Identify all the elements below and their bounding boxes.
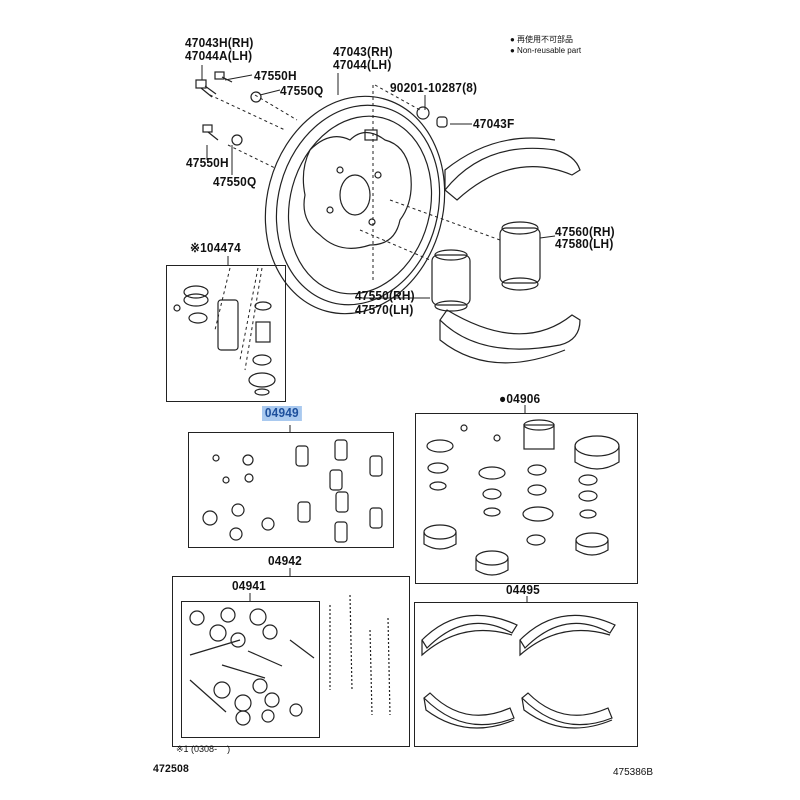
part-label-04942[interactable]: 04942 <box>268 554 302 568</box>
kit-04949-box <box>188 432 394 548</box>
brake-shoe-drawings <box>173 137 581 396</box>
kit-04495-shoes <box>421 614 616 729</box>
part-label-04941[interactable]: 04941 <box>232 579 266 593</box>
part-label-47550H[interactable]: 47550H <box>186 156 229 170</box>
part-label-47580[interactable]: 47580(LH) <box>555 237 614 251</box>
part-label-47044A[interactable]: 47044A(LH) <box>185 49 253 63</box>
kit-04906-parts <box>423 419 620 576</box>
legend-non-reusable-en: ● Non-reusable part <box>510 46 582 55</box>
legend-non-reusable-jp: ● 再使用不可部品 <box>510 35 574 44</box>
kit-04942-box <box>172 576 410 747</box>
part-label-47550H[interactable]: 47550H <box>254 69 297 83</box>
part-label-47044[interactable]: 47044(LH) <box>333 58 392 72</box>
part-label-04949-highlighted[interactable]: 04949 <box>262 406 302 421</box>
part-label-47043F[interactable]: 47043F <box>473 117 515 131</box>
part-label-04906[interactable]: ●04906 <box>499 392 541 406</box>
part-label-47550[interactable]: 47550(RH) <box>355 289 415 303</box>
kit-04941-springs <box>189 607 315 726</box>
kit-04906-box <box>415 413 638 584</box>
kit-04941-box <box>181 601 320 738</box>
catalog-id: 475386B <box>613 767 654 778</box>
return-springs <box>329 594 391 716</box>
part-label-47043[interactable]: 47043(RH) <box>333 45 393 59</box>
part-label-47043H[interactable]: 47043H(RH) <box>185 36 254 50</box>
kit-04474-box <box>166 265 286 402</box>
backing-plate-drawing <box>264 95 446 315</box>
part-label-04495[interactable]: 04495 <box>506 583 540 597</box>
part-label-47550Q[interactable]: 47550Q <box>213 175 257 189</box>
part-label-47570[interactable]: 47570(LH) <box>355 303 414 317</box>
footnote: ※1 (0308- ) <box>176 744 231 754</box>
part-label-47560[interactable]: 47560(RH) <box>555 225 615 239</box>
kit-04495-box <box>414 602 638 747</box>
kit-04949-parts <box>202 439 383 543</box>
figure-id: 472508 <box>153 763 190 775</box>
part-label-90201-10287[interactable]: 90201-10287(8) <box>390 81 478 95</box>
part-label-04474[interactable]: ※104474 <box>190 241 241 255</box>
part-label-47550Q[interactable]: 47550Q <box>280 84 324 98</box>
